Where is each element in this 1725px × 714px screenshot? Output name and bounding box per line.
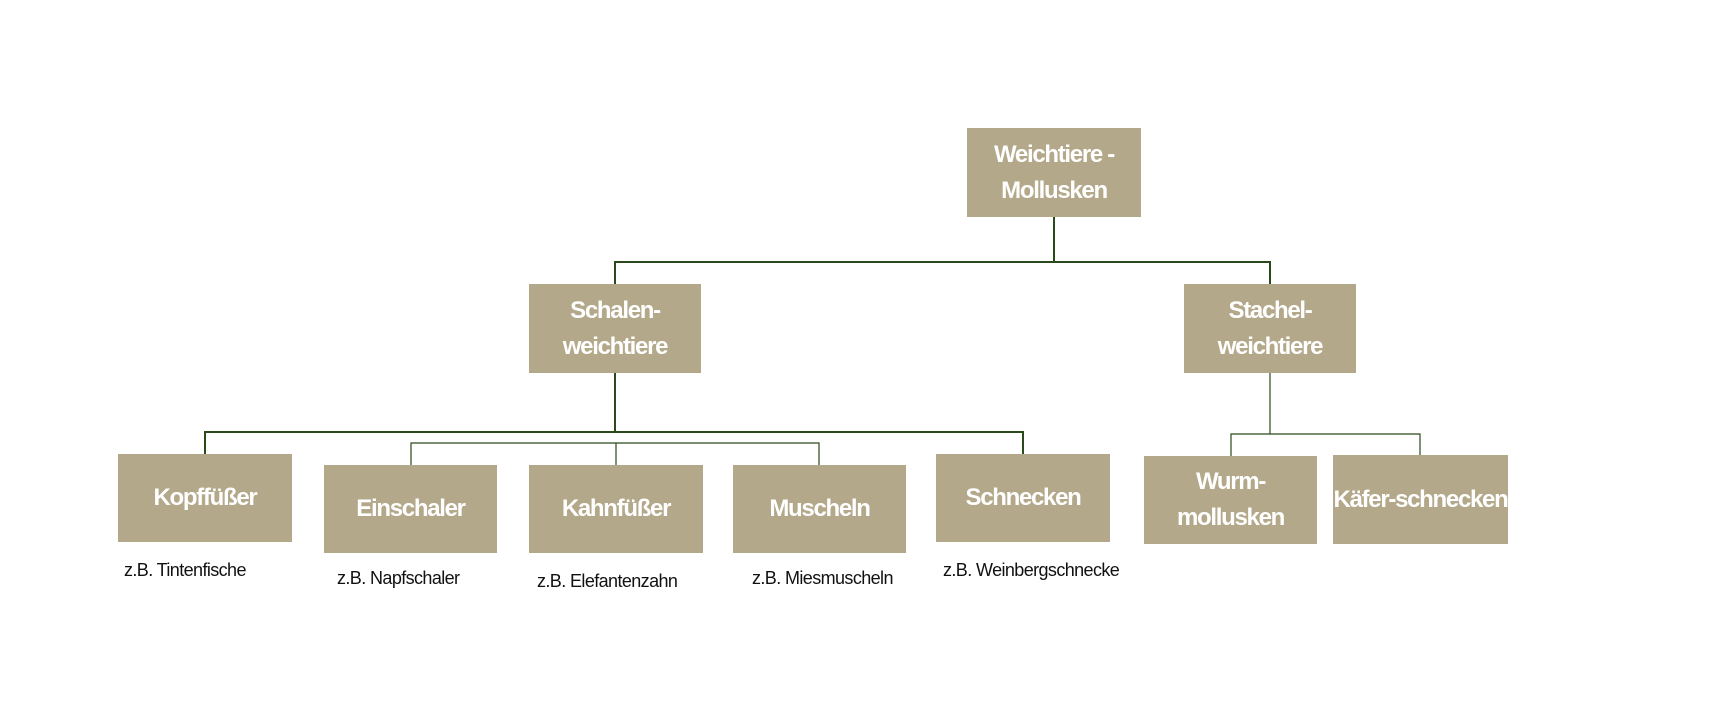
example-kopffuesser: z.B. Tintenfische (124, 560, 246, 580)
example-schnecken: z.B. Weinbergschnecke (943, 560, 1120, 580)
node-schnecken: Schnecken (936, 454, 1110, 542)
example-kahnfuesser: z.B. Elefantenzahn (537, 571, 678, 591)
node-kaeferschnecken: Käfer-schnecken (1333, 455, 1509, 544)
connector-stachel-children (1230, 372, 1421, 457)
node-schalenweichtiere: Schalen- weichtiere (529, 284, 701, 373)
connector-schalen-inner (410, 442, 820, 466)
example-einschaler: z.B. Napfschaler (337, 568, 460, 588)
node-muscheln: Muscheln (733, 465, 906, 553)
node-einschaler: Einschaler (324, 465, 497, 553)
node-wurmmollusken: Wurm-mollusken (1144, 456, 1317, 544)
example-muscheln: z.B. Miesmuscheln (752, 568, 893, 588)
connector-schalen-outer (204, 372, 1024, 455)
node-stachelweichtiere: Stachel- weichtiere (1184, 284, 1356, 373)
node-weichtiere-mollusken: Weichtiere - Mollusken (967, 128, 1141, 217)
node-kopffuesser: Kopffüßer (118, 454, 292, 542)
node-kahnfuesser: Kahnfüßer (529, 465, 703, 553)
connector-root-to-level1 (614, 216, 1271, 285)
